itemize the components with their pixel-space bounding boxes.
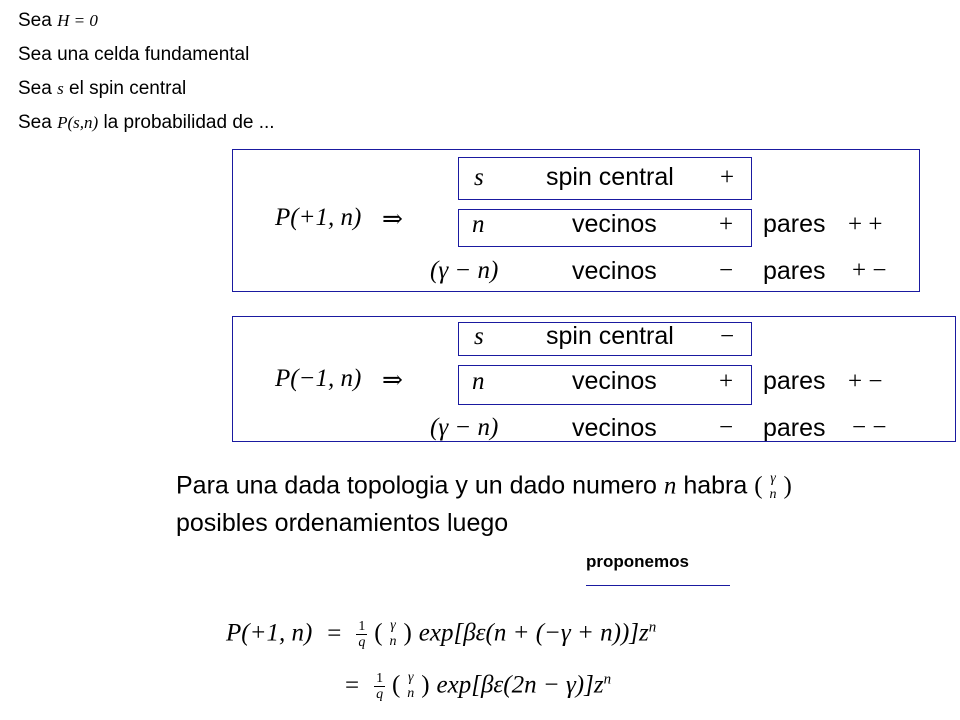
intro-line-1-math: H = 0 <box>57 11 98 30</box>
paragraph-line-1-a: Para una dada topologia y un dado numero <box>176 471 657 500</box>
equation-fraction-2: 1 q <box>374 670 386 702</box>
proponemos-underline <box>586 585 730 586</box>
intro-line-2: Sea una celda fundamental <box>18 44 250 65</box>
panel-plus-lhs: P(+1, n) <box>275 204 362 231</box>
proponemos-label: proponemos <box>586 552 689 571</box>
equation-fraction-1: 1 q <box>356 618 368 650</box>
panel-minus-row3-pares-sign: − − <box>852 414 887 441</box>
equation-lhs: P(+1, n) <box>226 619 313 647</box>
equation-binom-2-top: γ <box>408 670 414 685</box>
panel-minus-row3-symbol: (γ − n) <box>430 414 499 441</box>
panel-minus-row2-symbol: n <box>472 368 485 395</box>
panel-plus-row1-label: spin central <box>546 163 674 191</box>
panel-plus-row3-symbol: (γ − n) <box>430 257 499 284</box>
panel-plus-row3-sign: − <box>719 257 734 284</box>
panel-plus-row1-sign: + <box>720 164 735 191</box>
panel-plus-arrow: ⇒ <box>382 206 403 233</box>
panel-plus-row2-pares-sign: + + <box>848 211 883 238</box>
equation-equals-1: = <box>327 619 342 647</box>
intro-line-4-prefix: Sea <box>18 112 52 133</box>
intro-line-1-prefix: Sea <box>18 10 52 31</box>
equation-equals-2: = <box>345 671 360 699</box>
panel-minus-row1-sign: − <box>720 323 735 350</box>
panel-minus-row2-label: vecinos <box>572 367 657 395</box>
equation-exponent-1: n <box>648 619 657 636</box>
panel-minus-row3-pares-label: pares <box>763 414 826 442</box>
panel-plus-row3-pares-sign: + − <box>852 257 887 284</box>
paragraph-line-1-n: n <box>663 472 677 500</box>
equation-binom-2-bottom: n <box>407 686 415 701</box>
panel-minus-row3-sign: − <box>719 414 734 441</box>
equation-fraction-2-num: 1 <box>374 670 386 687</box>
panel-minus-arrow: ⇒ <box>382 367 403 394</box>
panel-plus-row3-pares-label: pares <box>763 257 826 285</box>
paragraph-binomial: γ n <box>770 471 777 503</box>
equation-binom-2-open: ( <box>392 671 401 699</box>
panel-minus-lhs: P(−1, n) <box>275 365 362 392</box>
intro-line-4-math: P(s,n) <box>57 113 99 132</box>
panel-minus-row2-pares-sign: + − <box>848 368 883 395</box>
paragraph-binomial-bottom: n <box>769 487 777 502</box>
panel-plus-row1-symbol: s <box>474 164 484 191</box>
paragraph-line-1-b: habra <box>683 471 748 500</box>
equation-binom-2-close: ) <box>421 671 430 699</box>
panel-minus-row1-box <box>458 322 752 356</box>
intro-line-3: Sea s el spin central <box>18 78 186 100</box>
panel-minus-row3-label: vecinos <box>572 414 657 442</box>
intro-line-4-suffix: la probabilidad de ... <box>103 112 275 133</box>
intro-line-3-prefix: Sea <box>18 78 52 99</box>
panel-minus-row2-pares-label: pares <box>763 367 826 395</box>
equation-binom-1-open: ( <box>374 619 383 647</box>
binomial-close-paren: ) <box>783 472 792 500</box>
panel-minus-row1-label: spin central <box>546 322 674 350</box>
intro-line-4: Sea P(s,n) la probabilidad de ... <box>18 112 275 134</box>
equation-line-1: P(+1, n) = 1 q ( γ n ) exp[βε(n + (−γ + … <box>226 618 656 650</box>
equation-fraction-2-den: q <box>376 686 384 702</box>
panel-plus-row2-box <box>458 209 752 247</box>
equation-rhs-1: exp[βε(n + (−γ + n))]z <box>418 619 649 647</box>
equation-binom-2: γ n <box>407 670 414 702</box>
equation-fraction-1-num: 1 <box>356 618 368 635</box>
equation-binom-1-close: ) <box>403 619 412 647</box>
equation-binom-1-bottom: n <box>389 634 397 649</box>
panel-plus-row2-symbol: n <box>472 211 485 238</box>
panel-plus-row2-label: vecinos <box>572 210 657 238</box>
equation-exponent-2: n <box>603 671 612 688</box>
equation-rhs-2: exp[βε(2n − γ)]z <box>436 671 604 699</box>
paragraph-binomial-top: γ <box>770 471 776 486</box>
paragraph-line-2: posibles ordenamientos luego <box>176 509 509 537</box>
intro-line-3-suffix: el spin central <box>69 78 187 99</box>
panel-plus <box>232 149 920 292</box>
intro-line-1: Sea H = 0 <box>18 10 98 32</box>
panel-minus-row2-sign: + <box>719 368 734 395</box>
binomial-open-paren: ( <box>754 472 763 500</box>
equation-fraction-1-den: q <box>358 634 366 650</box>
panel-plus-row3-label: vecinos <box>572 257 657 285</box>
panel-minus-row2-box <box>458 365 752 405</box>
equation-binom-1: γ n <box>390 618 397 650</box>
panel-plus-row2-sign: + <box>719 211 734 238</box>
intro-line-3-math: s <box>57 79 64 98</box>
paragraph-line-1: Para una dada topologia y un dado numero… <box>176 471 792 503</box>
equation-binom-1-top: γ <box>390 618 396 633</box>
equation-line-2: = 1 q ( γ n ) exp[βε(2n − γ)]zn <box>345 670 611 702</box>
panel-minus <box>232 316 956 442</box>
panel-minus-row1-symbol: s <box>474 323 484 350</box>
panel-plus-row2-pares-label: pares <box>763 210 826 238</box>
panel-plus-row1-box <box>458 157 752 200</box>
